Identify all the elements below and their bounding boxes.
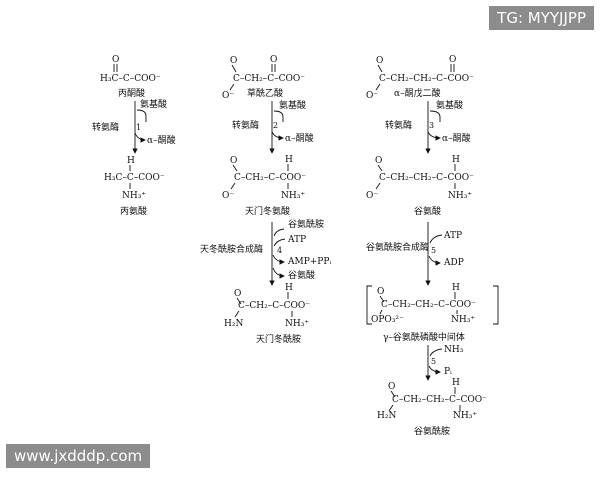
pyruvate-carbonyl-o: O [112,55,119,65]
glutamine-amine: NH₃⁺ [453,411,477,421]
glutamine-h: H [452,378,460,388]
glutamate-name: 谷氨酸 [414,205,441,217]
intermediate-h: H [452,283,460,293]
watermark-top: TG: MYYJJPP [489,6,594,30]
col2-keto-product: α–酮酸 [285,133,314,144]
intermediate-bracket-left [366,285,372,325]
step-3-number: 3 [429,121,434,130]
intermediate-formula: C–CH₂–CH₂–C–COO⁻ [381,300,476,310]
glutamine-name: 谷氨酰胺 [414,425,450,437]
column-asparagine: O O C–CH₂–C–COO⁻ O⁻ 草酰乙酸 氨基酸 转氨酶 2 α–酮酸 … [200,55,331,345]
glutamate-formula: C–CH₂–CH₂–C–COO⁻ [379,173,474,183]
col3-in-atp: ATP [443,231,462,241]
oxaloacetate-o-left: O [230,56,237,66]
col2-out-glutamate: 谷氨酸 [288,269,315,281]
col2-enzyme-synthetase: 天冬酰胺合成酶 [200,243,263,255]
col3-enzyme-synthetase: 谷氨酰胺合成酶 [366,241,429,253]
col1-keto-product: α–酮酸 [147,135,176,146]
oxaloacetate-name: 草酰乙酸 [247,87,283,99]
col2-in-atp: ATP [287,235,306,245]
alanine-amine: NH₃⁺ [122,191,146,201]
col1-enzyme: 转氨酶 [92,121,119,133]
asparagine-name: 天门冬酰胺 [256,333,301,345]
alanine-name: 丙氨酸 [120,205,147,217]
akg-o-keto: O [449,55,456,65]
aspartate-name: 天门冬氨酸 [245,205,290,217]
alanine-h: H [127,156,135,166]
col3-in-nh3: NH₃ [444,345,464,355]
aspartate-formula: C–CH₂–C–COO⁻ [234,173,306,183]
oxaloacetate-o-minus: O⁻ [222,91,234,101]
col2-amino-donor: 氨基酸 [279,99,306,111]
step-2-number: 2 [273,121,278,130]
col3-out-adp: ADP [443,258,464,268]
intermediate-o: O [377,287,384,297]
glutamate-amine: NH₃⁺ [448,191,472,201]
akg-formula: C–CH₂–CH₂–C–COO⁻ [379,74,474,84]
col2-enzyme: 转氨酶 [232,119,259,131]
pyruvate-formula: H₃C–C–COO⁻ [100,74,161,84]
pyruvate-name: 丙酮酸 [118,88,145,99]
glutamine-formula: C–CH₂–CH₂–C–COO⁻ [392,395,487,405]
col3-amino-donor: 氨基酸 [436,99,463,111]
asparagine-h: H [285,283,293,293]
column-alanine: O H₃C–C–COO⁻ 丙酮酸 氨基酸 转氨酶 1 α–酮酸 H H₃C–C–… [92,55,176,217]
glutamate-o-minus: O⁻ [366,191,378,201]
asparagine-h2n: H₂N [224,319,243,329]
step-4-number: 4 [277,246,282,255]
intermediate-name: γ–谷氨酰磷酸中间体 [383,331,465,343]
akg-o-left: O [376,56,383,66]
col2-in-glutamine: 谷氨酰胺 [288,218,324,230]
col3-enzyme: 转氨酶 [385,119,412,131]
step-5a-number: 5 [431,246,436,255]
step-1-number: 1 [136,123,141,132]
aspartate-o-minus: O⁻ [222,191,234,201]
glutamate-h: H [452,155,460,165]
col3-keto-product: α–酮酸 [442,133,471,144]
intermediate-amine: NH₃⁺ [451,315,475,325]
watermark-bottom: www.jxdddp.com [6,444,151,468]
col2-out-amp-ppi: AMP+PPᵢ [287,257,331,267]
column-glutamine: O O C–CH₂–CH₂–C–COO⁻ O⁻ α–酮戊二酸 氨基酸 转氨酶 3… [366,55,499,437]
asparagine-formula: C–CH₂–C–COO⁻ [238,301,310,311]
akg-o-minus: O⁻ [366,91,378,101]
aspartate-amine: NH₃⁺ [281,191,305,201]
glutamine-h2n: H₂N [377,411,396,421]
oxaloacetate-o-keto: O [270,55,277,65]
alanine-formula: H₃C–C–COO⁻ [104,173,165,183]
aspartate-o-left: O [230,156,237,166]
glutamate-o-left: O [375,156,382,166]
glutamine-o: O [388,382,395,392]
asparagine-amine: NH₃⁺ [285,319,309,329]
akg-name: α–酮戊二酸 [394,87,441,99]
step-5b-number: 5 [431,357,436,366]
oxaloacetate-formula: C–CH₂–C–COO⁻ [233,74,305,84]
col1-amino-donor: 氨基酸 [140,98,167,110]
intermediate-bracket-right [493,285,499,325]
aspartate-h: H [285,155,293,165]
col3-out-pi: Pᵢ [444,367,452,377]
asparagine-o: O [234,289,241,299]
intermediate-phosphate: OPO₃²⁻ [371,315,404,325]
